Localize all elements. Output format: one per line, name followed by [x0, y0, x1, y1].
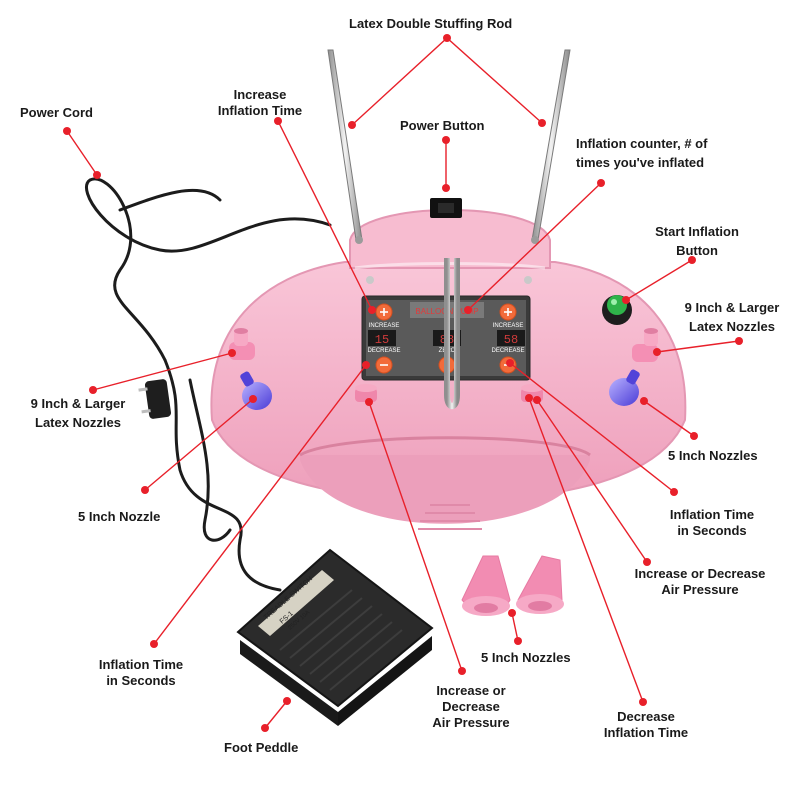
power-cord: [85, 177, 332, 592]
label-pressure-bottom-line1: Increase or: [436, 683, 506, 698]
label-time-seconds-right: Inflation Time in Seconds: [657, 507, 767, 539]
panel-decrease-right: DECREASE: [491, 348, 524, 354]
label-pressure-right-line2: Air Pressure: [661, 582, 739, 597]
label-foot-pedal: Foot Peddle: [224, 740, 299, 755]
panel-decrease-left: DECREASE: [367, 348, 400, 354]
label-nozzles-9-right-line2: Latex Nozzles: [689, 319, 775, 334]
label-power-cord: Power Cord: [20, 105, 93, 120]
latex-nozzle-left: [229, 328, 255, 360]
label-increase-time: Increase Inflation Time: [200, 87, 320, 119]
stuffing-rods: [327, 49, 571, 244]
label-nozzles-9-left: 9 Inch & Larger Latex Nozzles: [18, 396, 138, 431]
label-time-seconds-left-line2: in Seconds: [106, 673, 176, 688]
label-nozzles-9-right: 9 Inch & Larger Latex Nozzles: [667, 300, 797, 335]
label-increase-time-line2: Inflation Time: [217, 103, 303, 118]
pressure-knob-left[interactable]: [355, 384, 377, 402]
foot-pedal[interactable]: TREADLE SWITCH FS-1 250V 10A: [236, 548, 434, 726]
label-nozzles-5-right: 5 Inch Nozzles: [668, 448, 758, 463]
label-pressure-right: Increase or Decrease Air Pressure: [622, 566, 778, 598]
power-switch[interactable]: [430, 198, 462, 218]
label-time-seconds-left: Inflation Time in Seconds: [86, 657, 196, 689]
label-pressure-bottom-line3: Air Pressure: [432, 715, 510, 730]
label-power-button: Power Button: [400, 118, 485, 133]
label-start-button: Start Inflation Button: [637, 224, 757, 259]
label-nozzle-5-left: 5 Inch Nozzle: [78, 509, 161, 524]
display-right: 58: [504, 333, 518, 347]
annotation-dots: [63, 34, 743, 732]
center-rod: [444, 258, 460, 410]
label-nozzles-5-bottom: 5 Inch Nozzles: [481, 650, 571, 665]
label-counter-line1: Inflation counter, # of: [576, 136, 708, 151]
label-latex-rod: Latex Double Stuffing Rod: [349, 16, 513, 31]
label-decrease-time-line1: Decrease: [617, 709, 675, 724]
label-time-seconds-left-line1: Inflation Time: [98, 657, 184, 672]
label-counter-line2: times you've inflated: [576, 155, 705, 170]
label-pressure-bottom: Increase or Decrease Air Pressure: [416, 683, 526, 731]
display-left: 15: [375, 333, 389, 347]
nozzle-5-left: [240, 371, 272, 410]
power-plug: [138, 379, 172, 419]
label-pressure-right-line1: Increase or Decrease: [634, 566, 766, 581]
latex-nozzle-right: [632, 328, 658, 362]
label-nozzles-9-left-line1: 9 Inch & Larger: [30, 396, 126, 411]
nozzle-5-right: [609, 369, 640, 406]
label-pressure-bottom-line2: Decrease: [442, 699, 500, 714]
panel-increase-left: INCREASE: [369, 323, 400, 329]
label-decrease-time: Decrease Inflation Time: [588, 709, 704, 741]
label-decrease-time-line2: Inflation Time: [603, 725, 689, 740]
leader-lines: [66, 37, 740, 729]
label-increase-time-line1: Increase: [233, 87, 287, 102]
label-time-seconds-right-line1: Inflation Time: [669, 507, 755, 522]
control-panel: BALLOON PUMP INCREASE DECREASE INCREASE …: [361, 295, 531, 381]
label-start-button-line2: Button: [676, 243, 718, 258]
panel-increase-right: INCREASE: [493, 323, 524, 329]
label-nozzles-9-right-line1: 9 Inch & Larger: [684, 300, 780, 315]
label-counter: Inflation counter, # of times you've inf…: [576, 136, 707, 171]
label-start-button-line1: Start Inflation: [655, 224, 739, 239]
loose-nozzles: [461, 555, 564, 616]
label-nozzles-9-left-line2: Latex Nozzles: [35, 415, 121, 430]
label-time-seconds-right-line2: in Seconds: [677, 523, 747, 538]
